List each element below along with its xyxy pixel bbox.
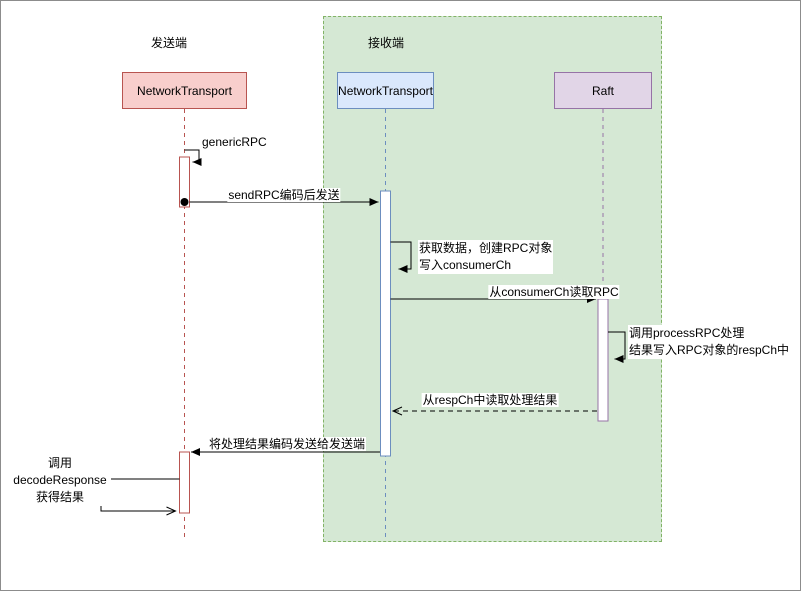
- create-rpc-label-line2: 写入consumerCh: [419, 258, 512, 272]
- send-rpc-label: sendRPC编码后发送: [227, 188, 341, 202]
- receiver-activation: [380, 190, 391, 457]
- receiver-group-label: 接收端: [368, 36, 405, 50]
- process-rpc-self-arrow: [608, 331, 626, 363]
- decode-response-label-line1: 调用: [47, 456, 72, 470]
- actor-raft: Raft: [554, 72, 652, 109]
- decode-self-arrow: [100, 478, 180, 516]
- process-rpc-label: 调用processRPC处理 结果写入RPC对象的respCh中: [628, 325, 791, 359]
- process-rpc-label-line2: 结果写入RPC对象的respCh中: [629, 343, 790, 357]
- sender-activation-2: [179, 451, 190, 514]
- actor-receiver-networktransport: NetworkTransport: [337, 72, 434, 109]
- create-rpc-self-arrow: [390, 241, 412, 273]
- process-rpc-label-line1: 调用processRPC处理: [629, 326, 745, 340]
- generic-rpc-label: genericRPC: [201, 135, 268, 149]
- sender-activation-1: [179, 156, 190, 208]
- message-start-dot: [180, 198, 189, 206]
- generic-rpc-self-arrow: [184, 149, 202, 166]
- send-result-label: 将处理结果编码发送给发送端: [207, 437, 367, 451]
- decode-response-label-line3: 获得结果: [35, 490, 84, 504]
- sender-group-label: 发送端: [151, 36, 188, 50]
- read-resp-label: 从respCh中读取处理结果: [421, 393, 559, 407]
- actor-sender-networktransport: NetworkTransport: [122, 72, 247, 109]
- decode-response-label-line2: decodeResponse: [13, 473, 107, 487]
- create-rpc-label-line1: 获取数据，创建RPC对象: [419, 241, 553, 255]
- create-rpc-label: 获取数据，创建RPC对象 写入consumerCh: [418, 240, 554, 274]
- decode-response-label: 调用 decodeResponse 获得结果: [9, 455, 111, 506]
- raft-activation: [597, 298, 609, 422]
- read-consumer-label: 从consumerCh读取RPC: [488, 285, 620, 299]
